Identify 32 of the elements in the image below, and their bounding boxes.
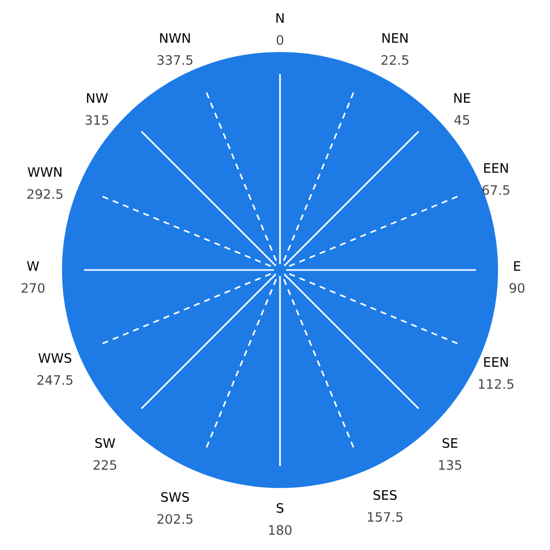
direction-label: WWN [28,167,62,177]
degree-label: 90 [510,283,524,293]
degree-label: 45 [454,115,470,125]
degree-label: 202.5 [157,514,192,524]
direction-label: E [514,261,520,271]
direction-label: EEN [484,357,508,367]
degree-label: 180 [269,525,292,535]
direction-label: N [276,13,284,23]
degree-label: 22.5 [382,55,408,65]
direction-label: SE [442,438,458,448]
degree-label: 292.5 [27,189,62,199]
direction-label: SW [95,438,116,448]
degree-label: 315 [86,115,108,125]
degree-label: 337.5 [157,55,192,65]
degree-label: 112.5 [478,379,514,389]
direction-label: NW [87,93,108,103]
direction-label: WWS [38,353,72,363]
degree-label: 270 [22,283,44,293]
degree-label: 247.5 [37,375,72,385]
degree-label: 0 [276,35,284,45]
degree-label: 67.5 [482,185,510,195]
direction-label: SWS [161,492,189,502]
degree-label: 135 [439,460,462,470]
direction-label: EEN [484,163,508,173]
direction-label: NWN [160,33,190,43]
direction-label: S [276,503,284,513]
direction-label: NE [454,93,470,103]
degree-label: 225 [94,460,116,470]
direction-label: W [27,261,39,271]
degree-label: 157.5 [368,512,402,522]
direction-label: SES [374,490,397,500]
direction-label: NEN [382,33,408,43]
